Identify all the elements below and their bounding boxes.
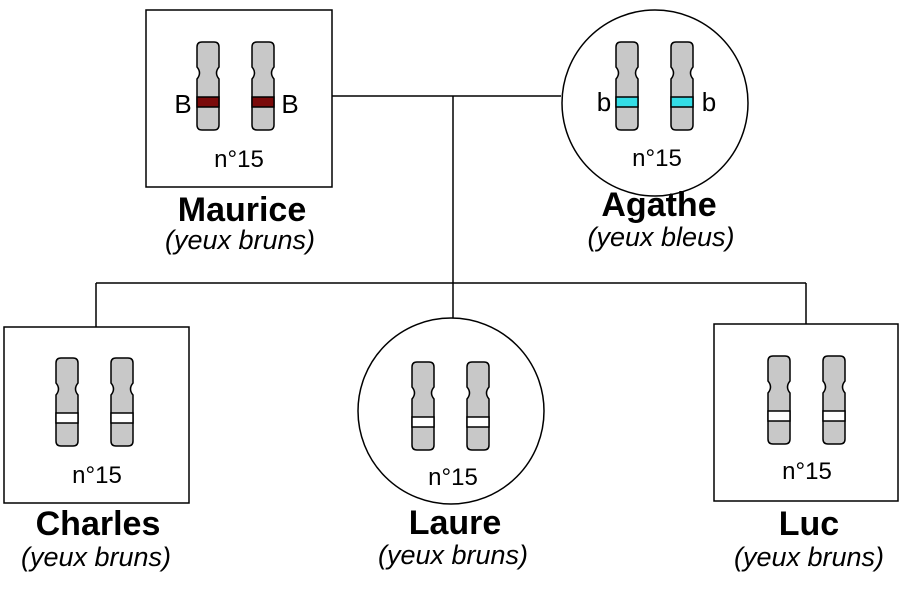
- eye-color-gene-band: [411, 416, 435, 428]
- chromosome-pair: [615, 41, 694, 131]
- person-maurice: B B n°15 Maurice (yeux bruns): [145, 9, 333, 255]
- eye-color-gene-band: [767, 410, 791, 422]
- eye-color-gene-band: [670, 96, 694, 108]
- female-circle: [357, 317, 545, 505]
- eye-color-gene-band: [251, 96, 275, 108]
- person-name: Charles: [36, 505, 161, 543]
- chromosome-15: [822, 355, 846, 445]
- person-name: Laure: [409, 504, 502, 542]
- person-name: Maurice: [178, 191, 307, 229]
- chromosome-label: n°15: [428, 464, 478, 491]
- eye-color-gene-band: [466, 416, 490, 428]
- pedigree-lines: [95, 95, 807, 327]
- eye-color-gene-band: [196, 96, 220, 108]
- chromosome-label: n°15: [72, 462, 122, 489]
- chromosome-15: [466, 361, 490, 451]
- person-laure: n°15 Laure (yeux bruns): [357, 317, 545, 570]
- chromosome-label: n°15: [214, 146, 264, 173]
- chromosome-15: [615, 41, 639, 131]
- chromosome-pair: [411, 361, 490, 451]
- chromosome-15: [670, 41, 694, 131]
- male-square: [3, 326, 190, 504]
- person-phenotype: (yeux bruns): [734, 542, 884, 572]
- male-square: [145, 9, 333, 188]
- chromosome-15: [411, 361, 435, 451]
- allele-left: B: [174, 89, 191, 119]
- person-phenotype: (yeux bleus): [587, 222, 734, 252]
- male-square: [713, 323, 899, 502]
- eye-color-gene-band: [110, 412, 134, 424]
- person-phenotype: (yeux bruns): [21, 542, 171, 572]
- chromosome-15: [767, 355, 791, 445]
- chromosome-label: n°15: [782, 458, 832, 485]
- chromosome-pair: [55, 357, 134, 447]
- allele-right: B: [281, 89, 298, 119]
- chromosome-pair: [767, 355, 846, 445]
- eye-color-gene-band: [615, 96, 639, 108]
- person-name: Agathe: [601, 186, 716, 224]
- chromosome-pair: [196, 41, 275, 131]
- chromosome-label: n°15: [632, 145, 682, 172]
- chromosome-15: [110, 357, 134, 447]
- chromosome-15: [251, 41, 275, 131]
- person-phenotype: (yeux bruns): [165, 225, 315, 255]
- eye-color-gene-band: [55, 412, 79, 424]
- person-charles: n°15 Charles (yeux bruns): [3, 326, 190, 572]
- female-circle: [561, 9, 749, 197]
- person-phenotype: (yeux bruns): [378, 540, 528, 570]
- person-agathe: b b n°15 Agathe (yeux bleus): [561, 9, 749, 252]
- eye-color-gene-band: [822, 410, 846, 422]
- allele-right: b: [702, 87, 716, 117]
- person-luc: n°15 Luc (yeux bruns): [713, 323, 899, 572]
- allele-left: b: [597, 87, 611, 117]
- person-name: Luc: [779, 505, 839, 543]
- chromosome-15: [196, 41, 220, 131]
- chromosome-15: [55, 357, 79, 447]
